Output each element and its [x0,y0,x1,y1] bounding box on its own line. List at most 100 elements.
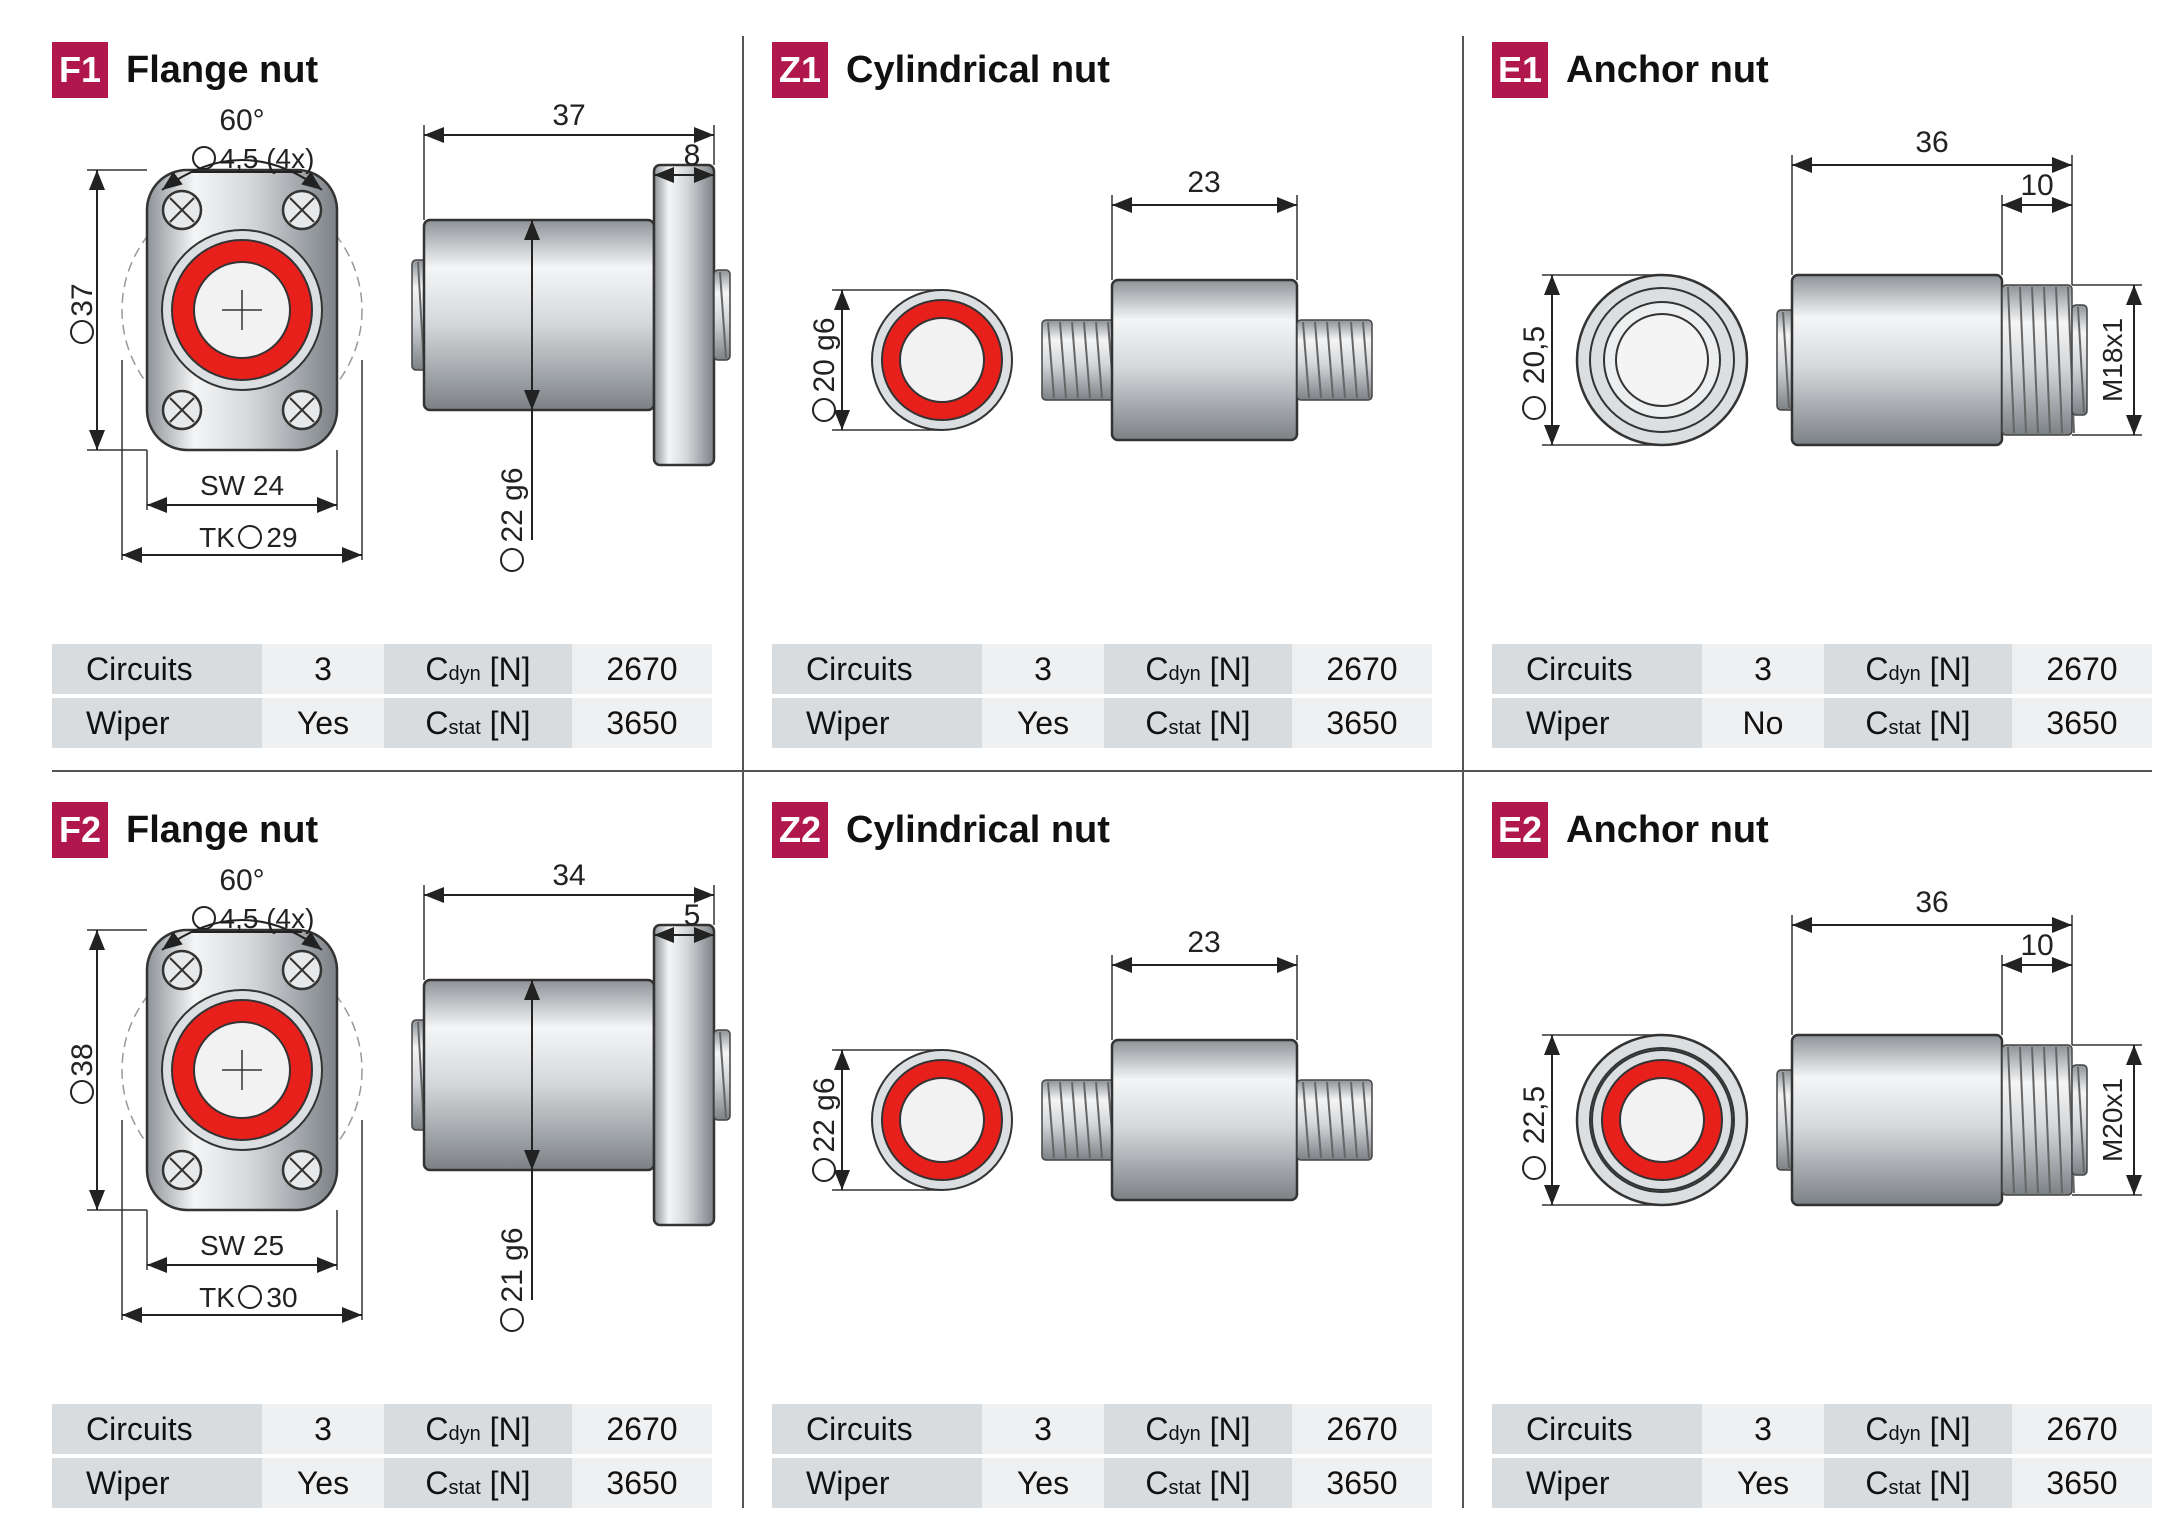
spec-cell-cdyn-val: 2670 [572,644,712,694]
load-symbol: C [425,1410,449,1447]
spec-cell-wiper-label: Wiper [52,1458,262,1508]
spec-cell-wiper-label: Wiper [52,698,262,748]
load-rating-label: Cdyn [N] [1824,644,2012,694]
diameter-symbol-icon [70,1080,94,1104]
height-label: 38 [66,1043,99,1076]
tk-value: 30 [266,1282,297,1313]
load-symbol: C [1145,1410,1169,1447]
load-symbol: C [1865,650,1889,687]
load-subscript: dyn [448,1422,481,1445]
length-label: 36 [1915,126,1948,159]
flange-label: 8 [684,139,701,172]
spec-cell-cdyn-val: 2670 [2012,644,2152,694]
screw-right [1296,1079,1373,1161]
panel-header: E2 Anchor nut [1492,800,1769,860]
panel-title: Anchor nut [1566,808,1769,851]
divider-vertical-2 [1462,36,1464,1508]
bolt-hole-icon [161,1149,203,1191]
diameter-symbol-icon [238,1285,262,1309]
screw-right [713,1029,731,1121]
spec-cell-cdyn-val: 2670 [572,1404,712,1454]
load-rating-label: Cdyn [N] [384,1404,572,1454]
spec-cell-wiper: Yes [982,1458,1104,1508]
load-unit: [N] [1929,650,1971,687]
load-rating-label: Cdyn [N] [1824,1404,2012,1454]
diameter-symbol-icon [192,906,216,930]
thread-length-label: 10 [2020,929,2053,962]
nut-body [1110,1038,1299,1202]
angle-arc [161,919,323,951]
length-label: 37 [552,99,585,132]
spec-cell-circuits: 3 [982,644,1104,694]
spec-cell-wiper: No [1702,698,1824,748]
spec-cell-circuits-label: Circuits [52,644,262,694]
diameter-symbol-icon [812,1158,836,1182]
bolt-hole-icon [281,1149,323,1191]
load-unit: [N] [489,704,531,741]
load-unit: [N] [1209,650,1251,687]
angle-arc [161,159,323,191]
thread-label: M20x1 [2097,1078,2128,1162]
height-label: 37 [66,283,99,316]
thread-section [2001,1044,2075,1196]
length-label: 36 [1915,886,1948,919]
load-subscript: stat [448,1476,481,1499]
bolt-hole-icon [281,189,323,231]
hole-label: 4,5 (4x) [220,143,315,174]
thread-length-label: 10 [2020,169,2053,202]
load-unit: [N] [1209,1464,1251,1501]
load-symbol: C [425,1464,449,1501]
nut-body [422,978,656,1172]
spec-cell-circuits-label: Circuits [1492,1404,1702,1454]
panel-badge: E2 [1492,802,1549,858]
angle-label: 60° [219,104,264,137]
screw-left [1041,1079,1118,1161]
load-unit: [N] [1929,1464,1971,1501]
load-symbol: C [1145,650,1169,687]
screw-right [1296,319,1373,401]
spec-cell-wiper-label: Wiper [772,1458,982,1508]
tk-label: TK [199,1282,235,1313]
spec-cell-wiper-label: Wiper [1492,698,1702,748]
diameter-label: 20,5 [1518,326,1551,384]
spec-cell-circuits: 3 [262,1404,384,1454]
nut-body [422,218,656,412]
load-symbol: C [1865,1464,1889,1501]
load-subscript: stat [1888,716,1921,739]
spec-cell-cdyn-val: 2670 [1292,1404,1432,1454]
thread-label: M18x1 [2097,318,2128,402]
load-rating-label: Cstat [N] [1104,1458,1292,1508]
panel-title: Flange nut [126,808,319,851]
load-subscript: dyn [1888,1422,1921,1445]
screw-right [713,269,731,361]
screw-left [1041,319,1118,401]
spec-cell-circuits-label: Circuits [772,644,982,694]
load-subscript: stat [1888,1476,1921,1499]
load-symbol: C [1865,1410,1889,1447]
load-rating-label: Cstat [N] [1104,698,1292,748]
load-unit: [N] [489,1410,531,1447]
load-subscript: stat [448,716,481,739]
diameter-label: 22 g6 [808,1077,841,1152]
bolt-hole-icon [161,389,203,431]
length-label: 23 [1187,166,1220,199]
flange-label: 5 [684,899,701,932]
panel-title: Cylindrical nut [846,808,1110,851]
spec-cell-circuits: 3 [262,644,384,694]
load-rating-label: Cstat [N] [384,698,572,748]
screw-right [2071,304,2088,416]
